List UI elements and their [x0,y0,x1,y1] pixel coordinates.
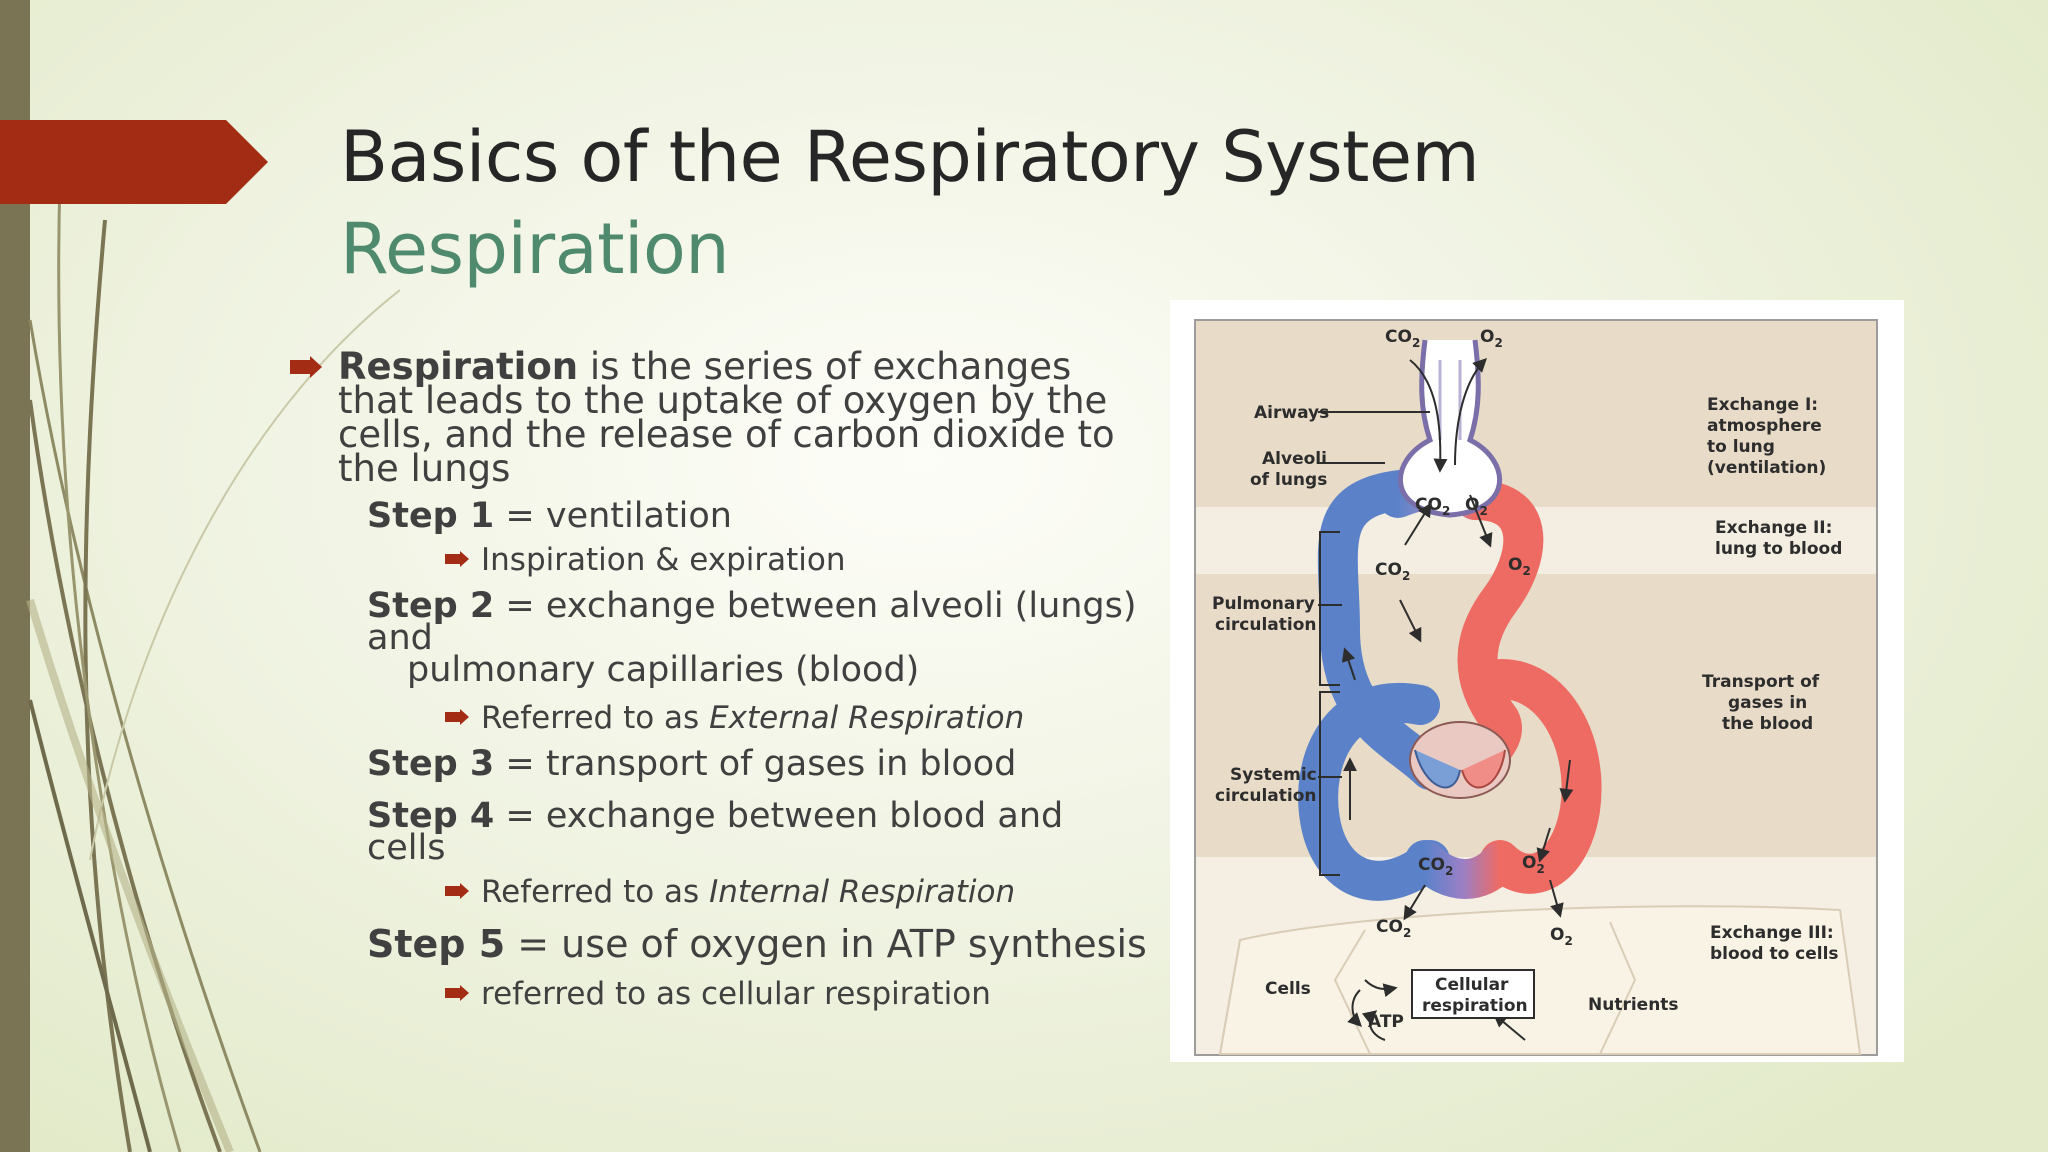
step-2: Step 2 = exchange between alveoli (lungs… [367,589,1150,690]
bullet-list: Respiration is the series of exchanges t… [290,348,1150,1012]
svg-text:the blood: the blood [1722,714,1813,734]
step-1-text: = ventilation [494,496,732,536]
step-2-text-cont: pulmonary capillaries (blood) [407,650,920,690]
step-1-sub: Inspiration & expiration [445,542,1150,578]
step-3: Step 3 = transport of gases in blood [367,747,1150,782]
svg-text:to lung: to lung [1707,437,1775,457]
decorative-grass-lines [26,179,400,1152]
svg-text:gases in: gases in [1728,693,1807,713]
label-cellular-respiration: Cellular [1435,975,1509,995]
svg-text:(ventilation): (ventilation) [1707,458,1826,478]
svg-text:CO2: CO2 [1385,327,1420,350]
label-alveoli-2: of lungs [1250,470,1327,490]
label-pulmonary: Pulmonary [1212,594,1315,614]
step-5-sub: referred to as cellular respiration [445,976,1150,1012]
step-4-sub-italic: Internal Respiration [709,874,1016,910]
label-exchange3: Exchange III: [1710,923,1834,943]
label-alveoli: Alveoli [1262,449,1327,469]
label-exchange2: Exchange II: [1715,518,1832,538]
title-accent-marker [0,120,268,204]
step-2-sub-text: Referred to as [481,700,710,736]
label-cells: Cells [1265,979,1311,999]
svg-text:O2: O2 [1522,853,1545,876]
bullet-arrow-icon [445,985,469,1001]
label-co2: CO [1385,327,1412,347]
step-4-label: Step 4 [367,796,495,836]
svg-text:O2: O2 [1508,555,1531,578]
bullet-arrow-icon [445,709,469,725]
step-5: Step 5 = use of oxygen in ATP synthesis [367,925,1150,963]
bullet-arrow-icon [290,356,322,378]
svg-text:lung to blood: lung to blood [1715,539,1842,559]
bullet-arrow-icon [445,551,469,567]
step-5-label: Step 5 [367,922,506,966]
svg-text:atmosphere: atmosphere [1707,416,1822,436]
step-2-label: Step 2 [367,586,495,626]
label-systemic: Systemic [1230,765,1317,785]
main-bullet-text: is the series of exchanges that leads to… [338,345,1115,490]
step-3-label: Step 3 [367,744,495,784]
svg-text:O2: O2 [1480,327,1503,350]
step-4-text: = exchange between blood and cells [367,796,1064,868]
step-3-text: = transport of gases in blood [494,744,1017,784]
svg-text:O2: O2 [1465,495,1488,518]
step-4-sub: Referred to as Internal Respiration [445,874,1150,910]
label-pulmonary-2: circulation [1215,615,1317,635]
step-5-text: = use of oxygen in ATP synthesis [505,922,1147,966]
step-2-text: = exchange between alveoli (lungs) and [367,586,1137,658]
label-atp: ATP [1368,1012,1404,1032]
slide-title: Basics of the Respiratory System [340,116,1480,198]
step-4-sub-text: Referred to as [481,874,710,910]
svg-text:CO2: CO2 [1376,917,1411,940]
step-4: Step 4 = exchange between blood and cell… [367,799,1150,866]
respiration-diagram: CO2 O2 CO2 O2 CO2 O2 CO2 O2 CO2 O2 Airwa… [1170,300,1904,1062]
svg-text:blood to cells: blood to cells [1710,944,1839,964]
step-2-sub: Referred to as External Respiration [445,700,1150,736]
step-2-sub-italic: External Respiration [709,700,1025,736]
main-bullet-term: Respiration [338,345,579,388]
svg-text:CO2: CO2 [1415,495,1450,518]
svg-text:O2: O2 [1550,925,1573,948]
step-1-label: Step 1 [367,496,495,536]
svg-text:CO2: CO2 [1375,560,1410,583]
label-transport: Transport of [1702,672,1820,692]
step-1-sub-text: Inspiration & expiration [481,542,846,578]
svg-text:respiration: respiration [1422,996,1528,1016]
step-5-sub-text: referred to as cellular respiration [481,976,991,1012]
slide-subtitle: Respiration [340,208,730,290]
label-nutrients: Nutrients [1588,995,1679,1015]
label-airways: Airways [1254,403,1329,423]
bullet-arrow-icon [445,883,469,899]
main-bullet: Respiration is the series of exchanges t… [290,348,1150,487]
step-1: Step 1 = ventilation [367,499,1150,534]
svg-text:CO2: CO2 [1418,855,1453,878]
label-exchange1: Exchange I: [1707,395,1818,415]
label-systemic-2: circulation [1215,786,1317,806]
